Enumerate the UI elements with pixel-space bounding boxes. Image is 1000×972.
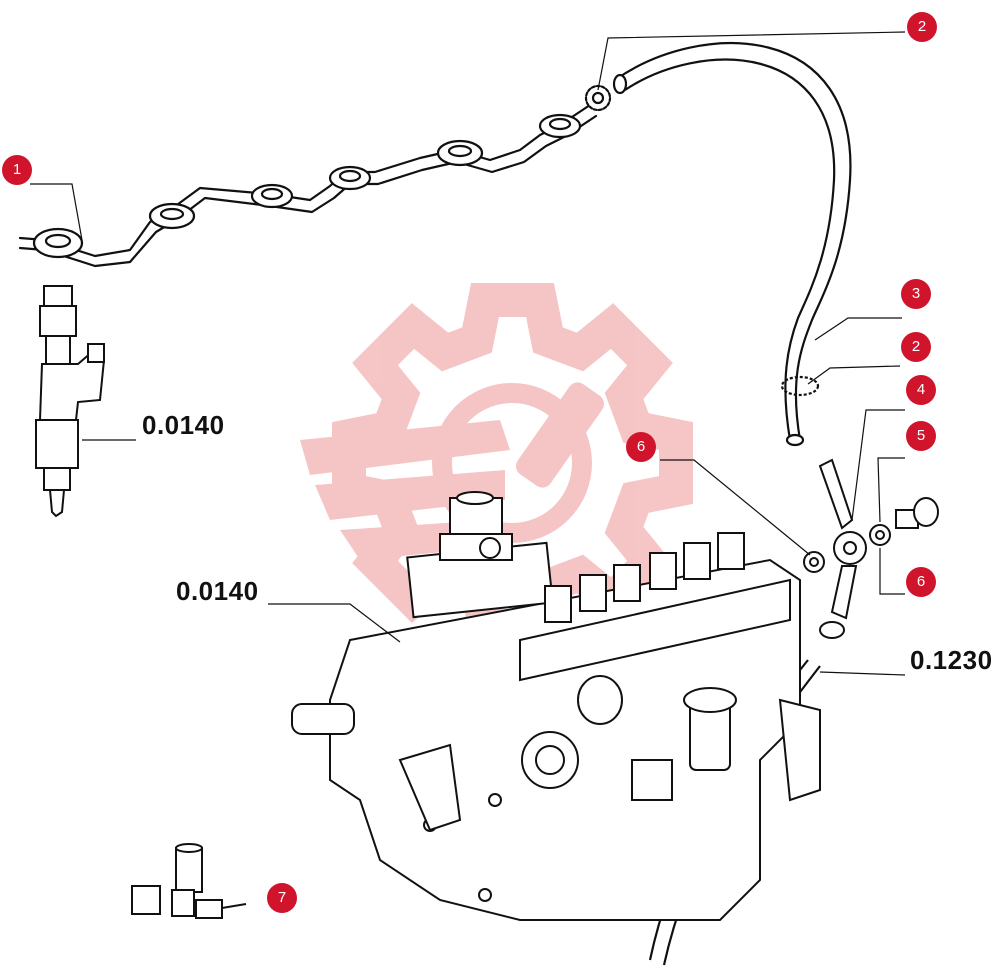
- injector: [35, 285, 106, 518]
- fuse-clips: [131, 843, 247, 919]
- callout-5: 5: [906, 421, 936, 451]
- callout-7: 7: [267, 883, 297, 913]
- injection-pump: [291, 491, 821, 921]
- callout-2-mid: 2: [901, 332, 931, 362]
- callout-2-top: 2: [907, 12, 937, 42]
- ref-pipe: 0.1230: [910, 645, 993, 675]
- callout-6-right: 6: [906, 567, 936, 597]
- callout-4: 4: [906, 375, 936, 405]
- leak-off-pipe: [18, 84, 612, 268]
- callout-3: 3: [901, 279, 931, 309]
- leader-lines: [30, 31, 906, 676]
- ref-pump: 0.0140: [176, 576, 259, 606]
- callout-1: 1: [2, 155, 32, 185]
- ref-injector: 0.0140: [142, 410, 225, 440]
- return-hose: [612, 41, 852, 447]
- callout-6-left: 6: [626, 432, 656, 462]
- banjo-fittings: [803, 458, 939, 639]
